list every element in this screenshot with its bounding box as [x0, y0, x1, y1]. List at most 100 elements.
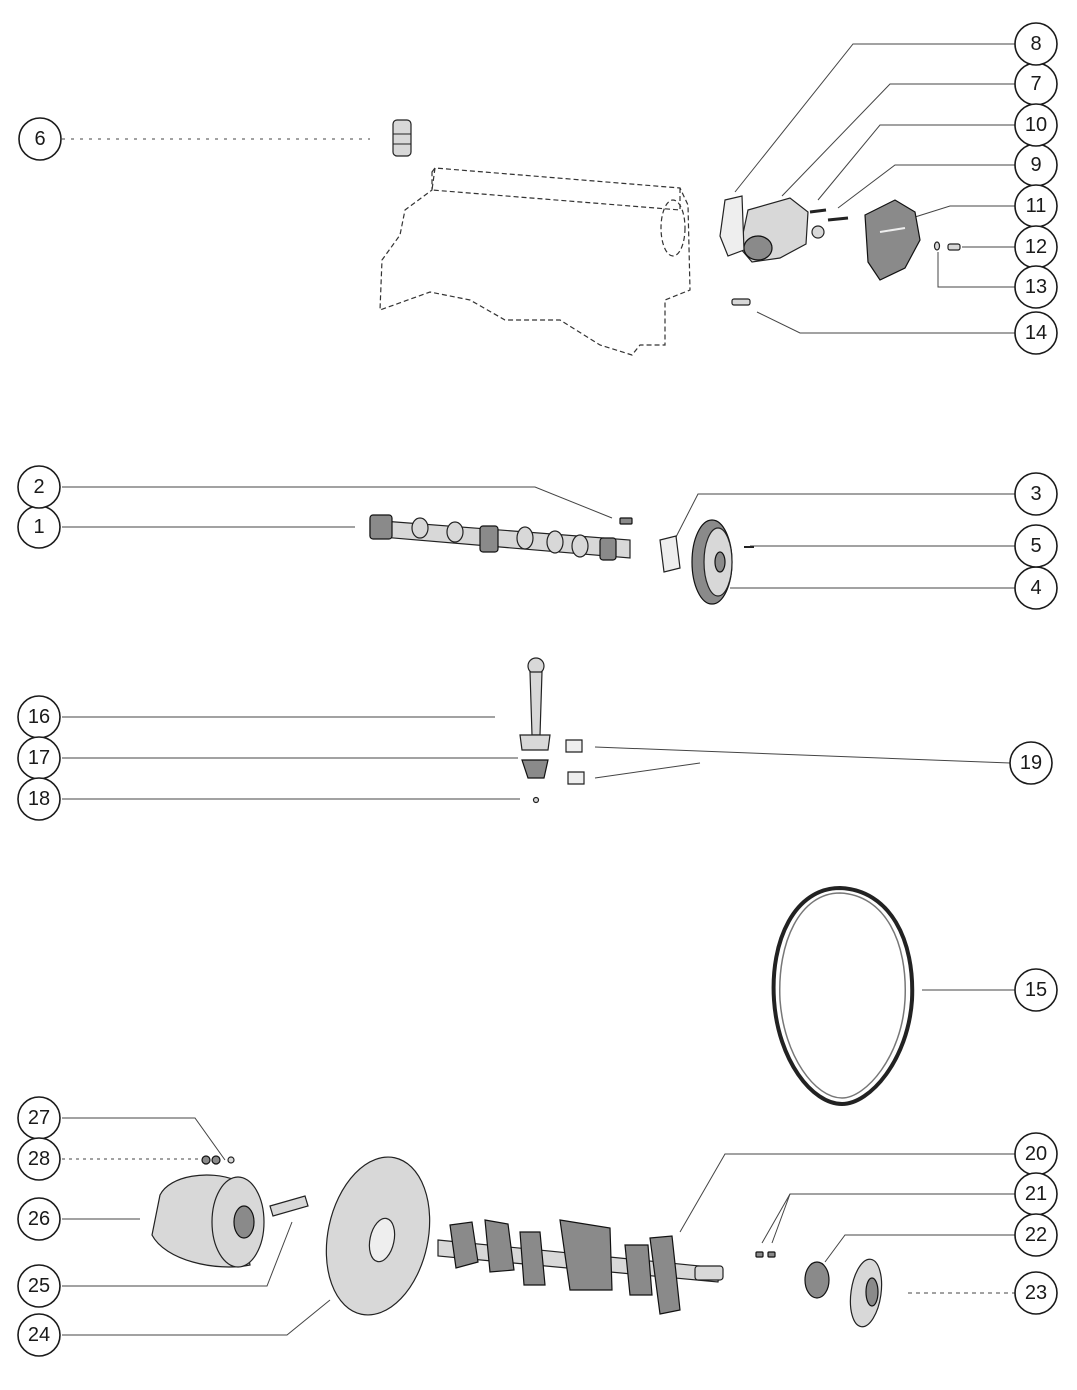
camshaft-part-1 — [369, 514, 631, 561]
bolts-part-9-10 — [809, 208, 849, 222]
callout-9: 9 — [1014, 143, 1058, 187]
callout-21: 21 — [1014, 1172, 1058, 1216]
engine-block-outline — [379, 167, 691, 356]
callout-26: 26 — [17, 1197, 61, 1241]
svg-text:16: 16 — [28, 706, 50, 728]
water-pump-part-7 — [739, 197, 825, 263]
rod-cap-part-17 — [521, 759, 549, 779]
svg-text:22: 22 — [1025, 1224, 1047, 1246]
callout-15: 15 — [1014, 968, 1058, 1012]
callout-27: 27 — [17, 1096, 61, 1140]
key-part-2 — [619, 517, 633, 525]
leader-2 — [62, 486, 613, 519]
leader-8 — [734, 43, 1016, 193]
thrust-plate-part-3 — [659, 535, 681, 573]
callout-6: 6 — [18, 117, 62, 161]
callout-11: 11 — [1014, 184, 1058, 228]
callout-24: 24 — [17, 1313, 61, 1357]
callout-17: 17 — [17, 736, 61, 780]
connecting-rod-part-16 — [519, 657, 551, 751]
leader-11 — [914, 205, 1016, 218]
washer-part-13 — [933, 241, 941, 251]
timing-gear-part-4 — [691, 519, 733, 605]
callout-10: 10 — [1014, 103, 1058, 147]
svg-text:20: 20 — [1025, 1143, 1047, 1165]
leader-19a — [594, 746, 1011, 764]
callout-2: 2 — [17, 465, 61, 509]
svg-text:8: 8 — [1030, 33, 1041, 55]
svg-text:5: 5 — [1030, 535, 1041, 557]
callout-20: 20 — [1014, 1132, 1058, 1176]
leader-22 — [824, 1234, 1016, 1263]
svg-text:23: 23 — [1025, 1282, 1047, 1304]
leader-27 — [62, 1117, 226, 1161]
callouts: 1 2 3 4 5 6 7 8 9 10 11 12 13 14 15 16 1… — [17, 22, 1058, 1357]
nuts-part-27-28 — [201, 1155, 235, 1165]
leader-9 — [837, 164, 1016, 209]
svg-text:2: 2 — [33, 476, 44, 498]
fitting-part-6 — [392, 119, 412, 157]
leader-24 — [62, 1299, 331, 1336]
belt-part-15 — [771, 885, 915, 1107]
svg-text:15: 15 — [1025, 979, 1047, 1001]
bearings-part-19 — [565, 739, 585, 785]
gear-part-22 — [804, 1261, 830, 1299]
keys-part-21 — [755, 1251, 776, 1258]
callout-1: 1 — [17, 505, 61, 549]
callout-3: 3 — [1014, 472, 1058, 516]
gasket-part-8 — [719, 195, 745, 257]
svg-text:26: 26 — [28, 1208, 50, 1230]
callout-8: 8 — [1014, 22, 1058, 66]
svg-text:9: 9 — [1030, 154, 1041, 176]
svg-text:3: 3 — [1030, 483, 1041, 505]
callout-14: 14 — [1014, 311, 1058, 355]
svg-text:11: 11 — [1026, 195, 1047, 217]
svg-text:27: 27 — [28, 1107, 50, 1129]
callout-12: 12 — [1014, 225, 1058, 269]
leader-14 — [756, 311, 1016, 334]
screw-part-12 — [947, 243, 961, 251]
svg-text:7: 7 — [1030, 73, 1041, 95]
svg-text:21: 21 — [1025, 1183, 1047, 1205]
callout-28: 28 — [17, 1137, 61, 1181]
damper-part-23 — [849, 1258, 883, 1328]
flywheel-part-24 — [325, 1156, 431, 1316]
svg-text:19: 19 — [1020, 752, 1042, 774]
stud-part-25 — [269, 1195, 309, 1217]
housing-part-26 — [151, 1174, 265, 1268]
svg-text:28: 28 — [28, 1148, 50, 1170]
svg-text:4: 4 — [1030, 577, 1041, 599]
callout-13: 13 — [1014, 265, 1058, 309]
leader-7 — [781, 83, 1016, 197]
svg-text:10: 10 — [1025, 114, 1047, 136]
leader-21a — [761, 1193, 1016, 1244]
nut-part-18 — [532, 796, 540, 804]
leader-19b — [594, 762, 701, 779]
callout-5: 5 — [1014, 524, 1058, 568]
callout-22: 22 — [1014, 1213, 1058, 1257]
svg-text:12: 12 — [1025, 236, 1047, 258]
leader-13 — [937, 252, 1016, 288]
svg-text:1: 1 — [33, 516, 44, 538]
svg-text:25: 25 — [28, 1275, 50, 1297]
callout-25: 25 — [17, 1264, 61, 1308]
callout-23: 23 — [1014, 1271, 1058, 1315]
callout-16: 16 — [17, 695, 61, 739]
svg-text:17: 17 — [28, 747, 50, 769]
svg-text:18: 18 — [28, 788, 50, 810]
callout-7: 7 — [1014, 62, 1058, 106]
leader-lines — [62, 43, 1016, 1336]
bolt-part-14 — [731, 298, 751, 306]
svg-text:24: 24 — [28, 1324, 50, 1346]
svg-text:13: 13 — [1025, 276, 1047, 298]
leader-21b — [771, 1193, 791, 1244]
leader-10 — [817, 124, 1016, 201]
svg-text:6: 6 — [34, 128, 45, 150]
callout-19: 19 — [1009, 741, 1053, 785]
leader-3 — [675, 493, 1016, 538]
leader-25 — [62, 1221, 293, 1287]
callout-18: 18 — [17, 777, 61, 821]
crankshaft-part-20 — [437, 1219, 724, 1315]
